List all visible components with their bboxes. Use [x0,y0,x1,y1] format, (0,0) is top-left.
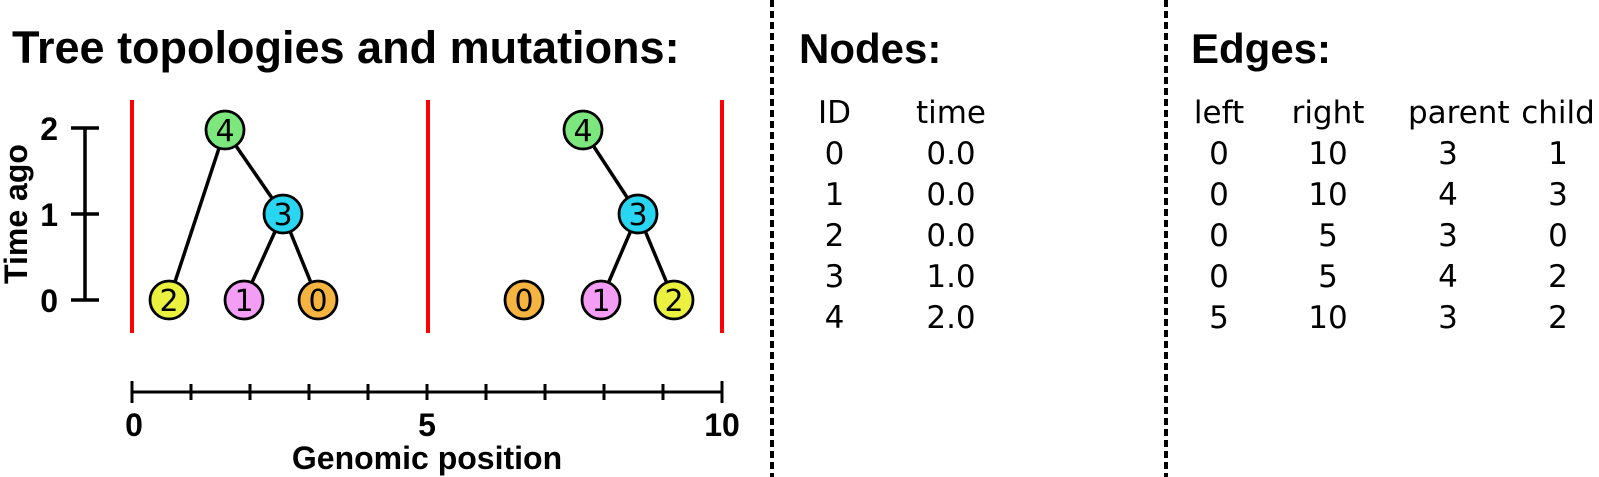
genomic-axis-title: Genomic position [292,440,562,476]
time-tick-label-0: 0 [40,283,58,319]
edges-cell: 3 [1438,300,1458,336]
edges-cell: 1 [1548,136,1568,172]
tree-node-2 [148,279,190,321]
edges-cell: 0 [1548,218,1568,254]
nodes-cell: 0 [824,136,845,172]
edges-cell: 2 [1548,259,1568,295]
edges-cell: 0 [1209,177,1229,213]
nodes-panel-title: Nodes: [799,25,942,72]
edges-cell: 5 [1318,259,1338,295]
tree-node-label: 1 [591,284,610,319]
tree1-nodes [148,109,339,321]
edges-cell: 3 [1548,177,1568,213]
nodes-header-time: time [915,95,987,131]
edges-header-parent: parent [1408,95,1510,131]
tree-node-4 [204,109,246,151]
tree2-nodes [503,109,695,321]
genomic-axis [130,381,724,403]
edges-cell: 4 [1438,259,1458,295]
time-axis [71,126,99,302]
edges-cell: 5 [1318,218,1338,254]
tree-node-label: 3 [273,198,292,233]
section-divider-2 [1164,0,1168,477]
edges-cell: 10 [1308,177,1348,213]
tree-node-2 [653,279,695,321]
edges-header-child: child [1521,95,1595,131]
time-tick-label-2: 2 [40,111,58,147]
tree-node-label: 4 [215,114,234,149]
tree-node-label: 4 [573,114,592,149]
nodes-cell: 2.0 [926,300,976,336]
edges-header-right: right [1291,95,1365,131]
tree-node-0 [297,279,339,321]
tree2-node-labels: 4 3 0 1 2 [514,114,683,319]
tree-node-1 [223,279,265,321]
nodes-cell: 1.0 [926,259,976,295]
nodes-cell: 0.0 [926,218,976,254]
tree-node-1 [580,279,622,321]
edges-cell: 0 [1209,136,1229,172]
edges-cell: 3 [1438,136,1458,172]
nodes-table: ID time 0 0.0 1 0.0 2 0.0 3 1.0 4 2.0 [812,93,990,339]
edges-cell: 0 [1209,259,1229,295]
nodes-cell: 2 [824,218,845,254]
genomic-tick-label-5: 5 [418,407,436,443]
edges-panel-title: Edges: [1191,25,1332,72]
edges-header-left: left [1193,95,1245,131]
tree-node-label: 1 [234,284,253,319]
tree-node-3 [262,193,304,235]
section-divider-1 [770,0,774,477]
edges-cell: 4 [1438,177,1458,213]
tree-node-label: 2 [159,284,178,319]
genomic-tick-label-10: 10 [704,407,740,443]
tree-node-label: 3 [628,198,647,233]
tree-node-3 [617,193,659,235]
tree-edge-4-2 [167,129,227,301]
tree-node-0 [503,279,545,321]
edges-cell: 10 [1308,136,1348,172]
tree-node-label: 0 [308,284,327,319]
tree-node-4 [562,109,604,151]
nodes-cell: 0.0 [926,177,976,213]
edges-cell: 0 [1209,218,1229,254]
tree-node-label: 2 [664,284,683,319]
edges-table: left right parent child 0 10 3 1 0 10 4 … [1190,93,1599,339]
tree-node-label: 0 [514,284,533,319]
edges-cell: 10 [1308,300,1348,336]
tree1-node-labels: 4 3 2 1 0 [159,114,327,319]
nodes-cell: 0.0 [926,136,976,172]
nodes-cell: 4 [824,300,845,336]
edges-cell: 2 [1548,300,1568,336]
edges-cell: 5 [1209,300,1229,336]
plot-title: Tree topologies and mutations: [12,22,680,73]
genomic-tick-label-0: 0 [125,407,143,443]
breakpoint-lines [130,100,724,333]
nodes-header-id: ID [817,95,851,131]
nodes-cell: 1 [824,177,845,213]
time-axis-title: Time ago [0,144,34,284]
tree-topologies-plot: Tree topologies and mutations: 2 1 0 Tim… [0,22,740,476]
time-tick-label-1: 1 [40,197,58,233]
edges-cell: 3 [1438,218,1458,254]
nodes-cell: 3 [824,259,845,295]
